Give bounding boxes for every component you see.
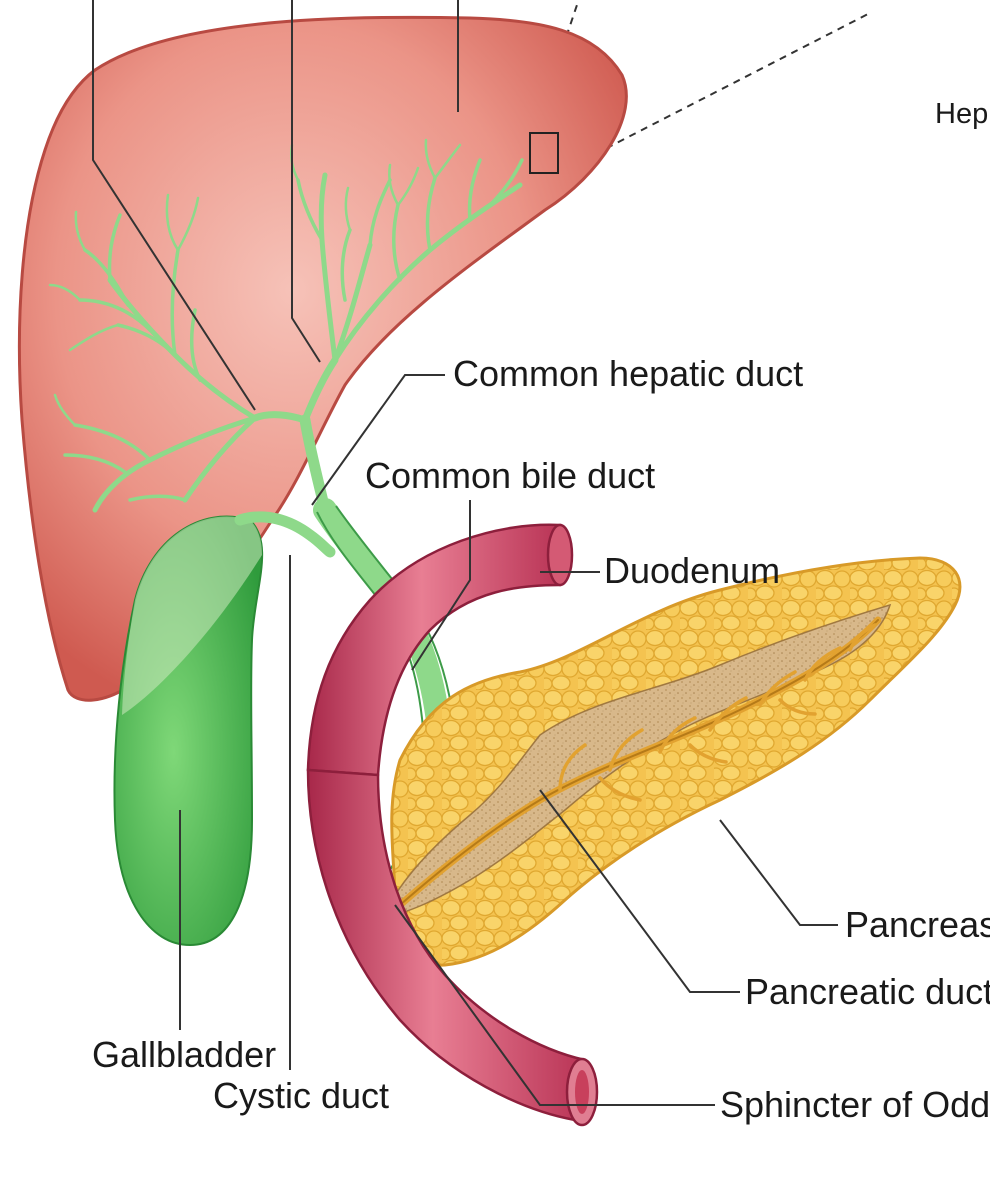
- label-common-bile-duct: Common bile duct: [365, 455, 655, 496]
- label-pancreas: Pancreas: [845, 904, 990, 945]
- label-sphincter-of-oddi: Sphincter of Oddi: [720, 1084, 990, 1125]
- label-hepatic-truncated: Hep: [935, 98, 988, 130]
- label-common-hepatic-duct: Common hepatic duct: [453, 353, 803, 394]
- label-pancreatic-duct: Pancreatic duct: [745, 971, 990, 1012]
- label-cystic-duct: Cystic duct: [213, 1075, 389, 1116]
- duodenum-upper-opening: [548, 525, 572, 585]
- label-gallbladder: Gallbladder: [92, 1034, 276, 1075]
- label-duodenum: Duodenum: [604, 550, 780, 591]
